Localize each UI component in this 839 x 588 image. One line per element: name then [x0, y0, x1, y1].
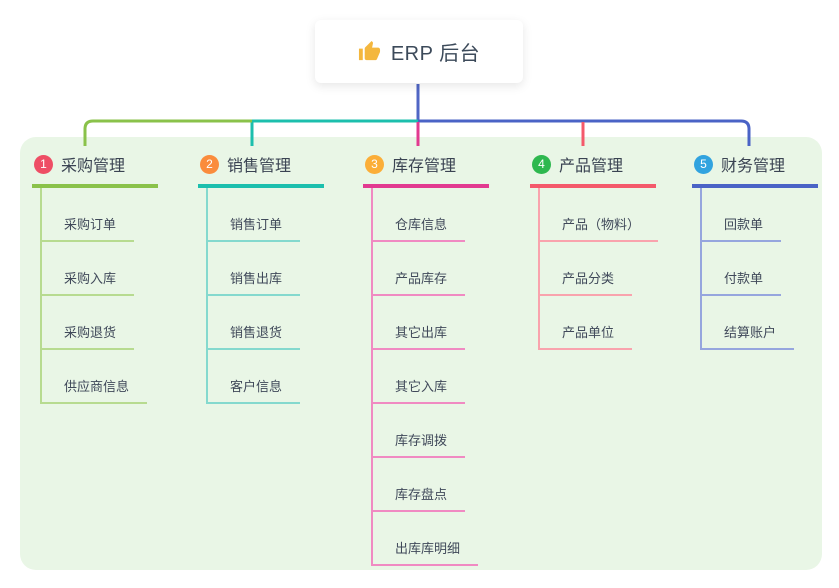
branch-children: 采购订单采购入库采购退货供应商信息 [40, 188, 182, 404]
root-node-label: ERP 后台 [390, 43, 481, 65]
child-node[interactable]: 仓库信息 [373, 214, 466, 242]
child-node[interactable]: 产品（物料） [540, 214, 659, 242]
branch-2: 2 销售管理销售订单销售出库销售退货客户信息 [198, 148, 348, 404]
branch-header[interactable]: 3 库存管理 [363, 148, 489, 188]
child-row: 库存调拨 [373, 404, 513, 458]
branch-children: 仓库信息产品库存其它出库其它入库库存调拨库存盘点出库库明细 [371, 188, 513, 566]
branch-3: 3 库存管理仓库信息产品库存其它出库其它入库库存调拨库存盘点出库库明细 [363, 148, 513, 566]
child-node[interactable]: 客户信息 [208, 376, 301, 404]
child-node[interactable]: 销售出库 [208, 268, 301, 296]
child-node[interactable]: 供应商信息 [42, 376, 148, 404]
child-row: 结算账户 [702, 296, 839, 350]
branch-children: 销售订单销售出库销售退货客户信息 [206, 188, 348, 404]
branch-number-badge: 2 [200, 154, 219, 174]
mindmap-panel [20, 137, 822, 570]
child-row: 销售出库 [208, 242, 348, 296]
child-row: 采购退货 [42, 296, 182, 350]
child-row: 产品库存 [373, 242, 513, 296]
branch-1: 1 采购管理采购订单采购入库采购退货供应商信息 [32, 148, 182, 404]
branch-5: 5 财务管理回款单付款单结算账户 [692, 148, 839, 350]
child-node[interactable]: 结算账户 [702, 322, 795, 350]
branch-number-badge: 5 [694, 154, 713, 174]
branch-number-badge: 1 [34, 154, 53, 174]
branch-number-badge: 3 [365, 154, 384, 174]
child-node[interactable]: 库存调拨 [373, 430, 466, 458]
branch-label: 财务管理 [721, 158, 786, 175]
root-node[interactable]: ERP 后台 [315, 20, 523, 83]
child-row: 回款单 [702, 188, 839, 242]
child-row: 付款单 [702, 242, 839, 296]
child-row: 客户信息 [208, 350, 348, 404]
child-node[interactable]: 库存盘点 [373, 484, 466, 512]
child-node[interactable]: 产品分类 [540, 268, 633, 296]
child-row: 库存盘点 [373, 458, 513, 512]
child-row: 销售订单 [208, 188, 348, 242]
child-node[interactable]: 采购退货 [42, 322, 135, 350]
branch-header[interactable]: 4 产品管理 [530, 148, 656, 188]
child-node[interactable]: 采购入库 [42, 268, 135, 296]
branch-header[interactable]: 1 采购管理 [32, 148, 158, 188]
child-row: 出库库明细 [373, 512, 513, 566]
child-row: 销售退货 [208, 296, 348, 350]
branch-4: 4 产品管理产品（物料） 产品分类产品单位 [530, 148, 680, 350]
child-row: 其它入库 [373, 350, 513, 404]
branch-children: 回款单付款单结算账户 [700, 188, 839, 350]
child-node[interactable]: 其它入库 [373, 376, 466, 404]
child-node[interactable]: 产品库存 [373, 268, 466, 296]
branch-label: 产品管理 [559, 158, 624, 175]
child-row: 产品单位 [540, 296, 680, 350]
branch-header[interactable]: 2 销售管理 [198, 148, 324, 188]
child-node[interactable]: 其它出库 [373, 322, 466, 350]
branch-number-badge: 4 [532, 154, 551, 174]
child-row: 产品分类 [540, 242, 680, 296]
branch-label: 销售管理 [227, 158, 292, 175]
child-node[interactable]: 销售订单 [208, 214, 301, 242]
child-node[interactable]: 出库库明细 [373, 538, 479, 566]
child-node[interactable]: 采购订单 [42, 214, 135, 242]
child-row: 仓库信息 [373, 188, 513, 242]
child-node[interactable]: 付款单 [702, 268, 782, 296]
child-row: 供应商信息 [42, 350, 182, 404]
branch-label: 采购管理 [61, 158, 126, 175]
child-node[interactable]: 产品单位 [540, 322, 633, 350]
child-row: 采购订单 [42, 188, 182, 242]
child-node[interactable]: 销售退货 [208, 322, 301, 350]
branch-children: 产品（物料） 产品分类产品单位 [538, 188, 680, 350]
child-node[interactable]: 回款单 [702, 214, 782, 242]
thumbs-up-icon [358, 40, 380, 61]
branch-header[interactable]: 5 财务管理 [692, 148, 818, 188]
child-row: 采购入库 [42, 242, 182, 296]
child-row: 其它出库 [373, 296, 513, 350]
branch-label: 库存管理 [392, 158, 457, 175]
child-row: 产品（物料） [540, 188, 680, 242]
